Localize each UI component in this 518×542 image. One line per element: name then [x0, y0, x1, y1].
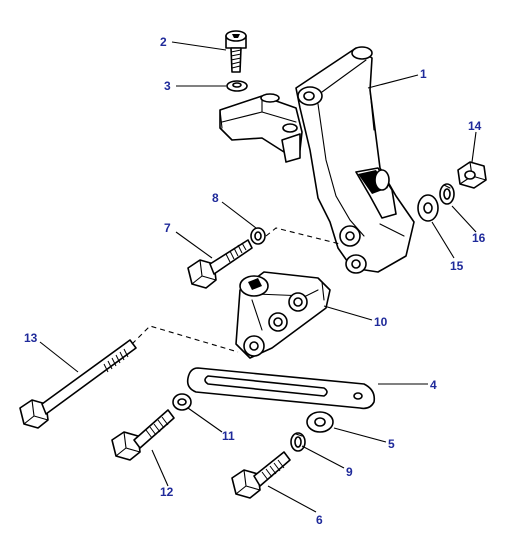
part-15-washer: [417, 194, 439, 222]
callout-10: 10: [374, 315, 388, 329]
part-16-spring-washer: [439, 183, 455, 205]
callout-14: 14: [468, 119, 482, 133]
part-2-cap-screw: [225, 30, 247, 73]
leader-lines: [39, 41, 477, 513]
part-14-hex-nut: [457, 161, 487, 189]
callout-11: 11: [222, 429, 235, 443]
callout-3: 3: [164, 79, 171, 93]
part-5-washer: [306, 411, 334, 433]
part-1-mounting-bracket: [219, 46, 415, 274]
part-12-hex-bolt: [111, 409, 175, 461]
part-10-small-bracket: [235, 271, 331, 359]
part-3-washer: [226, 80, 248, 92]
part-7-hex-bolt: [187, 239, 253, 289]
callout-1: 1: [420, 67, 427, 81]
callout-15: 15: [450, 259, 464, 273]
callout-labels: 1 2 3 4 5 6 7 8 9 10 11 12 13 14 15 16: [24, 35, 486, 527]
callout-9: 9: [346, 465, 353, 479]
assembly-dashed-lines: [131, 227, 341, 353]
part-4-adjusting-link: [186, 367, 376, 410]
callout-2: 2: [160, 35, 167, 49]
callout-6: 6: [316, 513, 323, 527]
callout-7: 7: [164, 221, 171, 235]
callout-12: 12: [160, 485, 174, 499]
part-9-spring-washer: [290, 432, 306, 452]
part-8-washer: [250, 227, 266, 245]
callout-16: 16: [472, 231, 486, 245]
callout-13: 13: [24, 331, 38, 345]
callout-4: 4: [430, 378, 437, 392]
part-6-hex-bolt: [231, 451, 291, 499]
part-11-washer: [172, 393, 192, 411]
callout-5: 5: [388, 437, 395, 451]
part-13-long-hex-bolt: [19, 339, 137, 429]
callout-8: 8: [212, 191, 219, 205]
